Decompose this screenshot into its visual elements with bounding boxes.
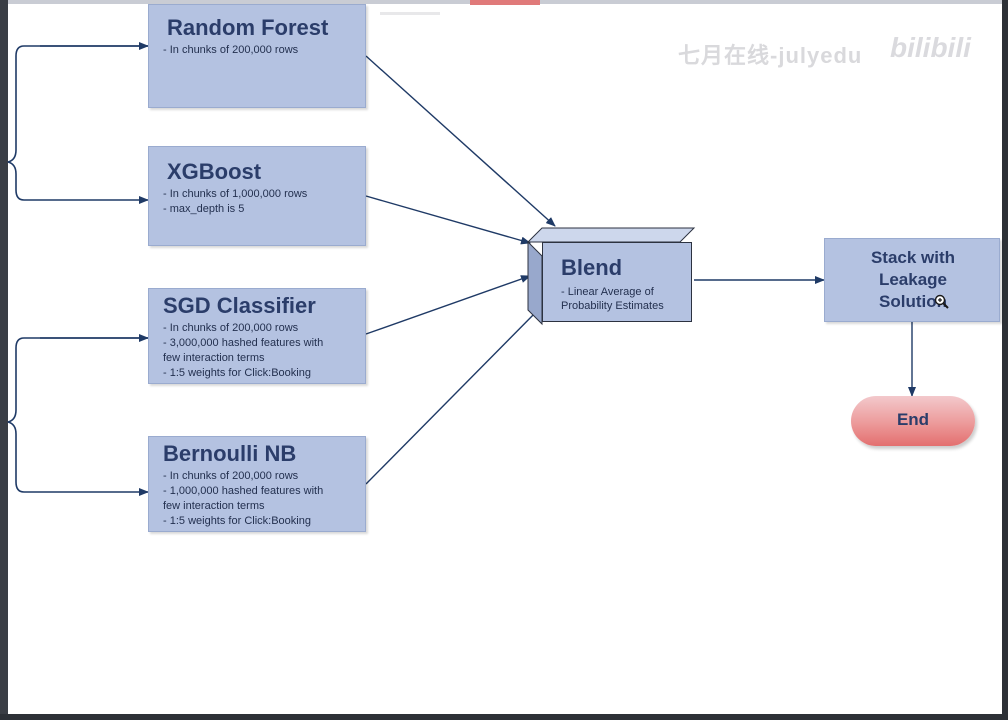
node-detail-line: few interaction terms bbox=[163, 352, 265, 364]
node-detail-line: - Linear Average of bbox=[561, 286, 654, 298]
node-end: End bbox=[851, 396, 975, 446]
node-bernoulli-nb: Bernoulli NB - In chunks of 200,000 rows… bbox=[148, 436, 366, 532]
node-random-forest: Random Forest - In chunks of 200,000 row… bbox=[148, 4, 366, 108]
arrow-xgb-blend bbox=[365, 195, 531, 245]
node-stack-leakage: Stack with Leakage Solution bbox=[824, 238, 1000, 322]
node-detail-line: - max_depth is 5 bbox=[163, 203, 245, 215]
node-details: - In chunks of 200,000 rows - 1,000,000 … bbox=[163, 469, 323, 529]
node-detail-line: - 1:5 weights for Click:Booking bbox=[163, 367, 311, 379]
brace-rf-xgb bbox=[7, 45, 149, 204]
node-title-line: Solution bbox=[879, 292, 947, 311]
slide-top-marker bbox=[380, 12, 440, 15]
node-detail-line: few interaction terms bbox=[163, 500, 265, 512]
window-frame-left bbox=[0, 0, 8, 720]
node-detail-line: - 3,000,000 hashed features with bbox=[163, 337, 324, 349]
node-detail-line: - 1,000,000 hashed features with bbox=[163, 485, 324, 497]
node-end-label: End bbox=[896, 410, 930, 429]
blend-side-face bbox=[527, 240, 543, 326]
arrow-rf-blend bbox=[365, 55, 556, 227]
arrow-sgd-blend bbox=[365, 275, 531, 335]
node-detail-line: - In chunks of 200,000 rows bbox=[163, 470, 299, 482]
bilibili-logo: bilibili bbox=[890, 32, 971, 63]
node-details: - Linear Average of Probability Estimate… bbox=[561, 285, 664, 313]
node-detail-line: - 1:5 weights for Click:Booking bbox=[163, 515, 311, 527]
arrow-nb-blend bbox=[365, 307, 541, 485]
node-title: XGBoost bbox=[167, 159, 262, 184]
brace-sgd-nb bbox=[7, 337, 149, 496]
node-detail-line: - In chunks of 200,000 rows bbox=[163, 44, 299, 56]
node-sgd-classifier: SGD Classifier - In chunks of 200,000 ro… bbox=[148, 288, 366, 384]
node-title: Bernoulli NB bbox=[163, 441, 297, 466]
node-details: - In chunks of 200,000 rows - 3,000,000 … bbox=[163, 321, 323, 381]
slide-top-accent bbox=[470, 0, 540, 5]
node-title: SGD Classifier bbox=[163, 293, 316, 318]
node-details: - In chunks of 1,000,000 rows - max_dept… bbox=[163, 187, 307, 217]
node-xgboost: XGBoost - In chunks of 1,000,000 rows - … bbox=[148, 146, 366, 246]
node-detail-line: Probability Estimates bbox=[561, 300, 664, 312]
node-title: Blend bbox=[561, 255, 623, 280]
blend-front-face: Blend - Linear Average of Probability Es… bbox=[542, 242, 692, 322]
node-title-line: Stack with bbox=[870, 248, 956, 267]
node-title: Random Forest bbox=[167, 15, 329, 40]
window-frame-bottom bbox=[0, 714, 1008, 720]
node-blend: Blend - Linear Average of Probability Es… bbox=[528, 228, 694, 324]
node-title-line: Leakage bbox=[878, 270, 948, 289]
zoom-cursor-icon bbox=[934, 294, 949, 309]
node-title: Stack with Leakage Solution bbox=[825, 247, 1001, 313]
node-details: - In chunks of 200,000 rows bbox=[163, 43, 298, 58]
watermark-text: 七月在线-julyedu bbox=[678, 43, 863, 68]
node-detail-line: - In chunks of 200,000 rows bbox=[163, 322, 299, 334]
node-detail-line: - In chunks of 1,000,000 rows bbox=[163, 188, 308, 200]
window-frame-right bbox=[1002, 0, 1008, 720]
